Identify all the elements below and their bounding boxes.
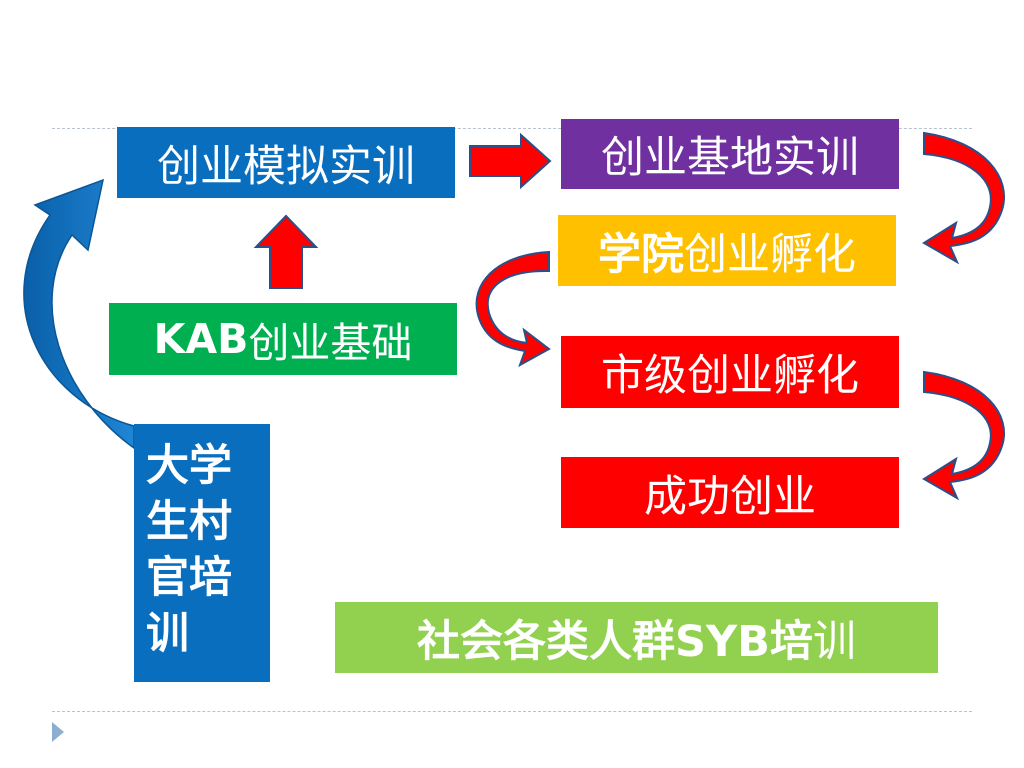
college-incubation-label: 创业孵化 (684, 229, 856, 280)
right-arrow-icon (469, 132, 552, 190)
syb-box: 社会各类人群SYB培训 (335, 602, 938, 673)
mock-training-label: 创业模拟实训 (157, 141, 415, 192)
curved-arrow-left (475, 250, 551, 368)
base-training-box: 创业基地实训 (561, 119, 899, 189)
city-incubation-label: 市级创业孵化 (601, 351, 859, 401)
village-official-line: 官培 (146, 553, 232, 603)
bottom-divider (52, 711, 972, 712)
mock-training-box: 创业模拟实训 (117, 127, 455, 198)
curved-arrow-right-2 (922, 370, 1005, 501)
syb-label: 训 (812, 616, 856, 667)
kab-bold-label: KAB (153, 315, 249, 363)
village-official-line: 训 (146, 609, 189, 659)
syb-bold-label: 社会各类人群SYB培 (417, 616, 813, 667)
village-official-line: 大学 (146, 441, 232, 491)
blue-curved-arrow (23, 178, 135, 450)
curved-arrow-right-1 (922, 131, 1005, 265)
slide-marker-icon (52, 722, 64, 742)
success-box: 成功创业 (561, 457, 899, 528)
college-incubation-bold-label: 学院 (598, 229, 684, 280)
village-official-box: 大学 生村 官培 训 (134, 424, 270, 682)
college-incubation-box: 学院创业孵化 (558, 215, 896, 286)
kab-label: 创业基础 (248, 319, 413, 367)
success-label: 成功创业 (644, 471, 816, 522)
up-arrow-icon (253, 214, 319, 289)
village-official-line: 生村 (146, 497, 232, 547)
base-training-label: 创业基地实训 (601, 133, 859, 183)
top-divider (52, 128, 972, 129)
city-incubation-box: 市级创业孵化 (561, 336, 899, 408)
